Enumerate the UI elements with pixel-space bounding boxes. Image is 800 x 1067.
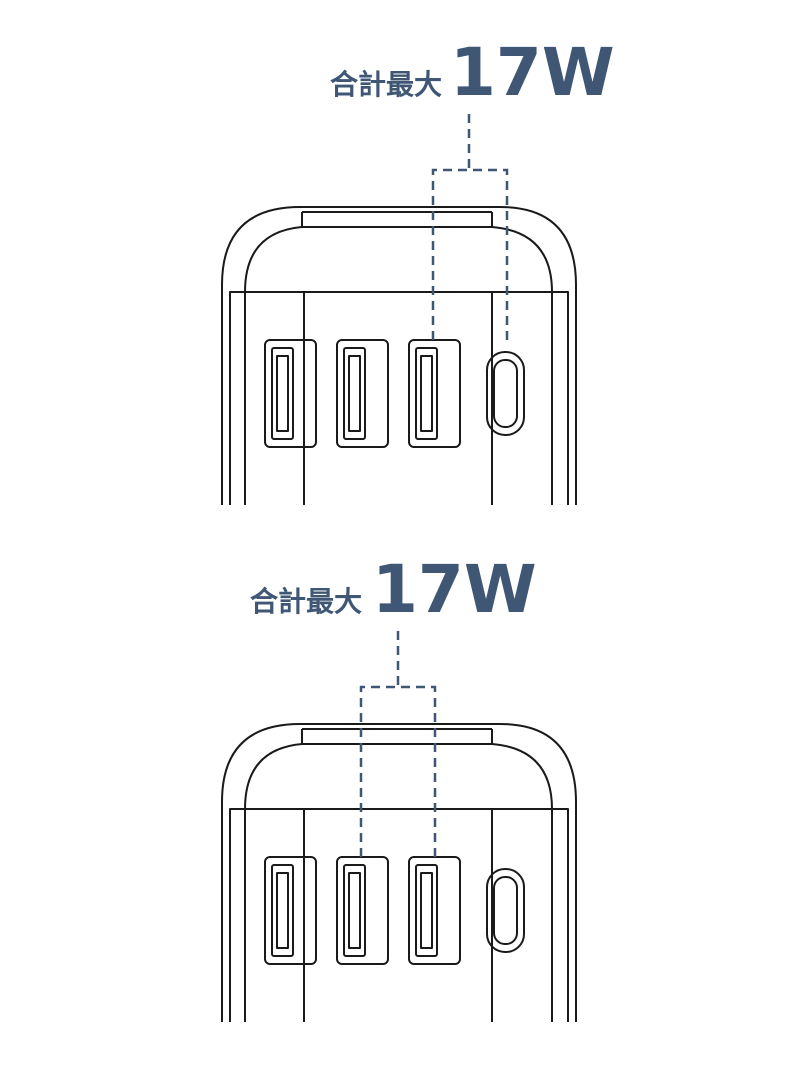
usb-a-port-3 — [408, 339, 461, 448]
usb-c-port — [486, 351, 525, 436]
usb-a-port-3 — [408, 856, 461, 965]
label-prefix: 合計最大 — [250, 585, 362, 618]
charger-diagram-bottom: 合計最大 17W — [221, 551, 577, 1022]
grouping-bracket — [359, 631, 437, 857]
usb-c-port — [486, 868, 525, 953]
grouping-bracket — [431, 114, 509, 345]
label-value: 17W — [450, 34, 615, 111]
usb-a-port-1 — [264, 339, 317, 448]
usb-a-port-1 — [264, 856, 317, 965]
diagram-panel-bottom: 合計最大 17W — [0, 517, 800, 1047]
usb-a-port-2 — [336, 339, 389, 448]
charger-body — [221, 206, 577, 505]
diagram-panel-top: 合計最大 17W — [0, 0, 800, 530]
label-value: 17W — [372, 551, 537, 628]
charger-body — [221, 723, 577, 1022]
charger-diagram-top: 合計最大 17W — [221, 34, 615, 505]
usb-a-port-2 — [336, 856, 389, 965]
label-prefix: 合計最大 — [330, 68, 442, 101]
